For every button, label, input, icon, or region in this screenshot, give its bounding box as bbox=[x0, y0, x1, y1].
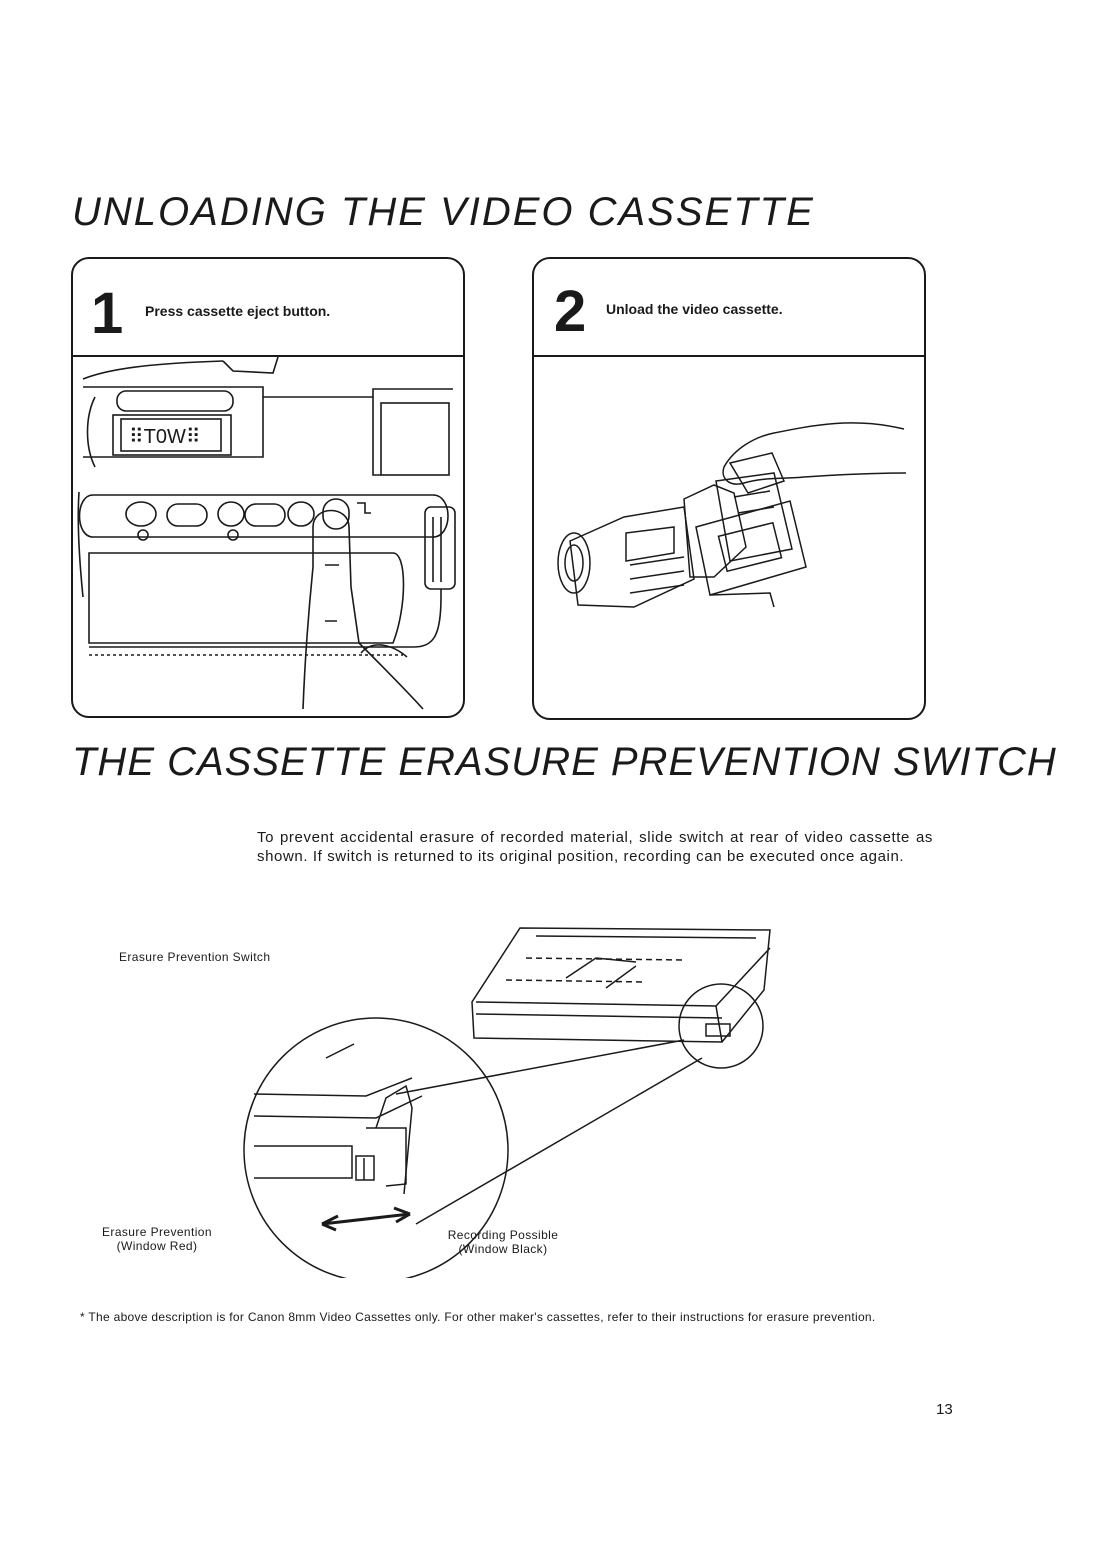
label-recording-possible-line1: Recording Possible bbox=[447, 1228, 559, 1242]
step-1-box: 1 Press cassette eject button. ⠿T0W⠿ bbox=[71, 257, 465, 718]
label-recording-possible: Recording Possible (Window Black) bbox=[428, 1228, 578, 1256]
panel-display-text: ⠿T0W⠿ bbox=[129, 426, 201, 448]
unload-cassette-illustration bbox=[557, 422, 907, 608]
camcorder-panel-illustration: ⠿T0W⠿ bbox=[77, 357, 456, 710]
section-title-unloading: UNLOADING THE VIDEO CASSETTE bbox=[72, 190, 815, 234]
label-recording-possible-line2: (Window Black) bbox=[458, 1242, 548, 1256]
step-2-instruction: Unload the video cassette. bbox=[606, 301, 783, 317]
step-1-number: 1 bbox=[91, 281, 124, 346]
label-erasure-prevention-line2: (Window Red) bbox=[116, 1239, 198, 1253]
label-erasure-switch: Erasure Prevention Switch bbox=[119, 950, 271, 964]
label-erasure-prevention-line1: Erasure Prevention bbox=[102, 1225, 212, 1239]
page-number: 13 bbox=[936, 1401, 953, 1418]
step-1-instruction: Press cassette eject button. bbox=[145, 303, 331, 319]
erasure-description: To prevent accidental erasure of recorde… bbox=[257, 829, 933, 865]
footnote: * The above description is for Canon 8mm… bbox=[80, 1310, 876, 1324]
step-2-number: 2 bbox=[554, 279, 587, 344]
section-title-erasure: THE CASSETTE ERASURE PREVENTION SWITCH bbox=[72, 740, 1057, 784]
cassette-switch-illustration bbox=[243, 927, 771, 1278]
label-erasure-prevention: Erasure Prevention (Window Red) bbox=[92, 1225, 222, 1253]
step-1-header: 1 Press cassette eject button. bbox=[73, 259, 463, 357]
step-2-header: 2 Unload the video cassette. bbox=[534, 259, 924, 357]
step-2-box: 2 Unload the video cassette. bbox=[532, 257, 926, 720]
